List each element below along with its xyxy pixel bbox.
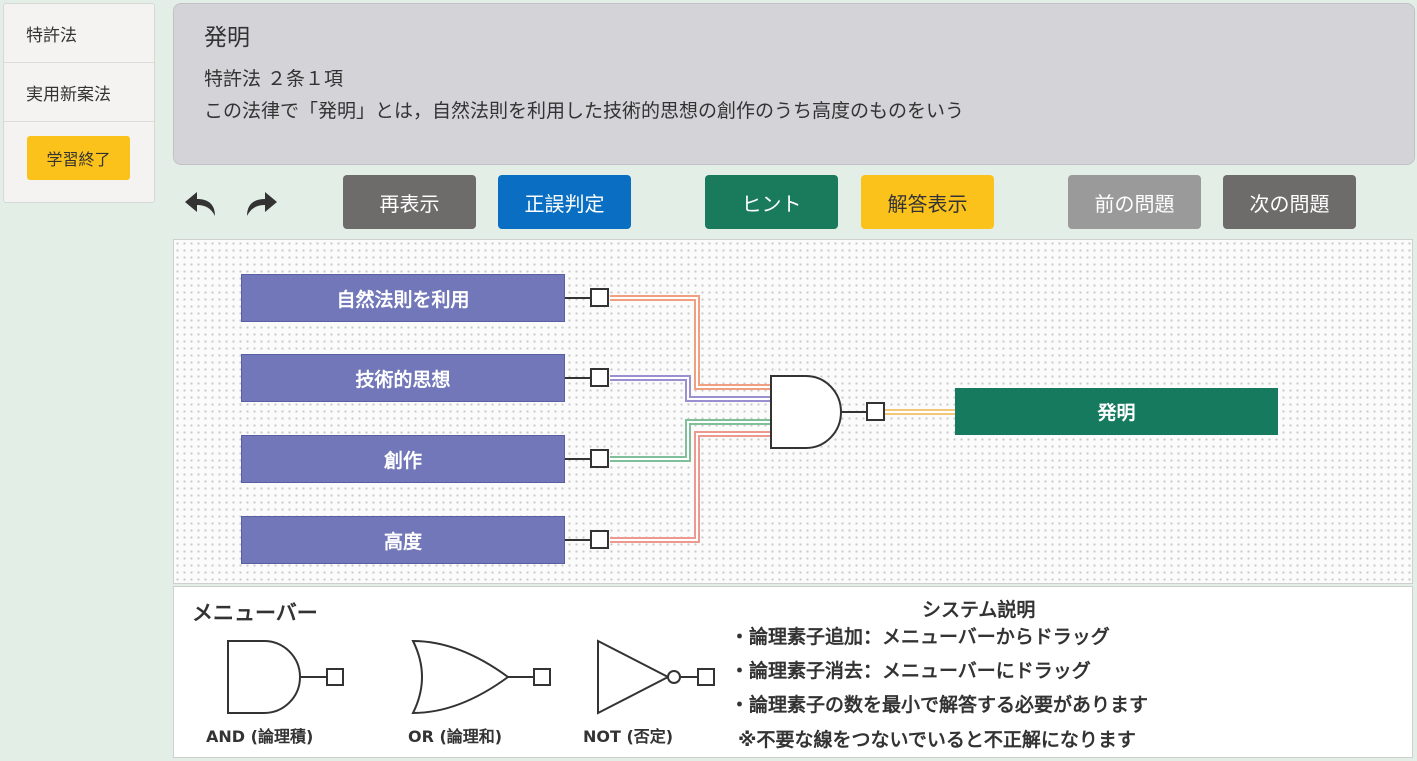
circuit-canvas[interactable]: 自然法則を利用 技術的思想 創作 高度 発明 <box>173 239 1413 584</box>
hint-button[interactable]: ヒント <box>705 175 838 229</box>
system-description-note: ※不要な線をつないでいると不正解になります <box>738 729 1136 751</box>
sidebar-item-patent-law[interactable]: 特許法 <box>4 4 154 63</box>
input-port-1[interactable] <box>590 288 609 307</box>
input-label-1[interactable]: 自然法則を利用 <box>241 274 565 322</box>
input-label-3[interactable]: 創作 <box>241 435 565 483</box>
input-port-4[interactable] <box>590 530 609 549</box>
and-gate-icon[interactable] <box>770 375 885 449</box>
sidebar-item-label: 実用新案法 <box>26 84 111 105</box>
system-description-line: ・論理素子追加：メニューバーからドラッグ <box>730 626 1110 648</box>
show-answer-button[interactable]: 解答表示 <box>861 175 994 229</box>
output-label: 発明 <box>955 388 1278 435</box>
sidebar-item-label: 特許法 <box>26 25 77 46</box>
input-label-4[interactable]: 高度 <box>241 516 565 564</box>
system-description-line: ・論理素子消去：メニューバーにドラッグ <box>730 660 1091 682</box>
end-study-button[interactable]: 学習終了 <box>27 136 130 180</box>
redo-arrow-icon[interactable] <box>240 186 280 220</box>
wire-3 <box>610 419 771 462</box>
or-gate-icon[interactable] <box>409 637 559 717</box>
circuit-wires <box>565 288 955 549</box>
menu-bar-title: メニューバー <box>192 601 318 625</box>
system-description-title: システム説明 <box>922 599 1036 621</box>
sidebar: 特許法 実用新案法 学習終了 <box>3 3 155 203</box>
wire-4 <box>610 431 771 543</box>
undo-arrow-icon[interactable] <box>182 186 222 220</box>
gate-output-port[interactable] <box>866 402 885 421</box>
judge-button[interactable]: 正誤判定 <box>498 175 631 229</box>
system-description-line: ・論理素子の数を最小で解答する必要があります <box>730 694 1149 716</box>
help-panel: メニューバー AND (論理積) OR (論理和) NOT (否定) システム説… <box>173 586 1413 758</box>
and-gate-icon[interactable] <box>224 637 354 717</box>
input-port-2[interactable] <box>590 368 609 387</box>
input-port-3[interactable] <box>590 449 609 468</box>
question-article: 特許法 ２条１項 <box>204 68 344 90</box>
not-gate-icon[interactable] <box>594 637 724 717</box>
wire-1 <box>610 295 771 390</box>
and-gate-caption: AND (論理積) <box>206 727 314 746</box>
or-gate-caption: OR (論理和) <box>408 727 503 746</box>
not-gate-caption: NOT (否定) <box>583 727 674 746</box>
redisplay-button[interactable]: 再表示 <box>343 175 476 229</box>
question-title: 発明 <box>204 25 250 51</box>
question-text: この法律で「発明」とは，自然法則を利用した技術的思想の創作のうち高度のものをいう <box>204 100 965 122</box>
wire-2 <box>610 375 771 402</box>
next-question-button[interactable]: 次の問題 <box>1223 175 1356 229</box>
previous-question-button[interactable]: 前の問題 <box>1068 175 1201 229</box>
question-panel: 発明 特許法 ２条１項 この法律で「発明」とは，自然法則を利用した技術的思想の創… <box>173 3 1415 165</box>
sidebar-item-utility-model-law[interactable]: 実用新案法 <box>4 63 154 122</box>
input-label-2[interactable]: 技術的思想 <box>241 354 565 402</box>
